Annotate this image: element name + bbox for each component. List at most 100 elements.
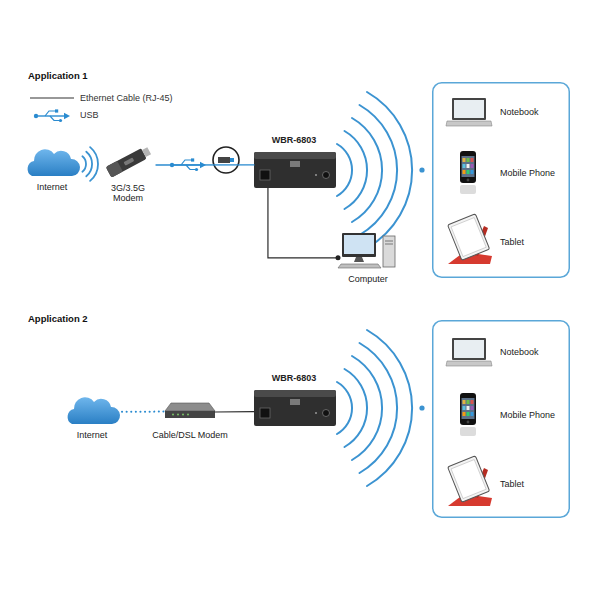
phone-shape [460, 427, 476, 436]
wifi-connector [336, 408, 432, 410]
phone-shape [471, 164, 474, 168]
stick-shape [142, 147, 151, 157]
legend-usb-sample [50, 116, 59, 121]
tablet-shape [448, 214, 490, 260]
phone-shape [471, 170, 474, 174]
dot-connector [122, 411, 165, 413]
signal-dot [419, 405, 424, 410]
device-label: WBR-6803 [250, 135, 338, 145]
wireless-waves [90, 147, 98, 181]
dsl-shape [165, 401, 215, 421]
phone-shape [467, 412, 470, 416]
legend-ethernet-sample [30, 97, 74, 98]
wireless-waves [82, 156, 86, 171]
usb-symbol [181, 160, 191, 165]
usb-port-zoom [213, 147, 239, 173]
device-label: Notebook [500, 347, 566, 357]
dsl-shape [165, 403, 215, 411]
notebook-shape [446, 361, 492, 366]
legend-usb-sample [64, 113, 70, 119]
notebook-shape [446, 121, 492, 126]
phone-shape [460, 185, 476, 194]
usb-port-zoom [213, 147, 239, 173]
notebook-shape [454, 340, 484, 358]
usb-symbol [191, 158, 194, 161]
wireless-waves [345, 131, 368, 209]
device-label: Internet [22, 182, 82, 192]
dsl-shape [182, 414, 184, 416]
phone-shape [463, 158, 466, 162]
tablet-shape [451, 460, 486, 499]
usb-symbol [186, 165, 195, 170]
phone-shape [467, 170, 470, 174]
device-label: Mobile Phone [500, 168, 566, 178]
phone-shape [471, 400, 474, 404]
legend-text: Ethernet Cable (RJ-45) [80, 93, 173, 103]
notebook-shape [452, 338, 486, 360]
phone-shape [467, 164, 470, 168]
phone-shape [471, 158, 474, 162]
legend-usb-sample [34, 114, 38, 118]
legend-usb-sample [55, 109, 58, 112]
cable-end-dot [336, 255, 341, 260]
dsl-shape [177, 414, 179, 416]
router-shape [315, 412, 317, 414]
phone-shape [463, 406, 466, 410]
router-shape [323, 410, 330, 417]
wireless-waves [82, 147, 98, 181]
stick-shape [106, 148, 147, 177]
cloud-node: Internet [62, 393, 122, 445]
eth-connector [268, 188, 338, 258]
wireless-waves [337, 382, 352, 434]
wireless-waves [86, 152, 92, 177]
tablet-shape [448, 456, 490, 502]
legend-text: USB [80, 110, 99, 120]
computer-shape [385, 241, 393, 242]
stick-shape [106, 145, 152, 177]
computer-shape [344, 235, 374, 254]
notebook-shape [452, 98, 486, 120]
dsl-shape [172, 414, 174, 416]
usb-symbol [200, 162, 206, 168]
wireless-waves [345, 369, 368, 447]
cloud-shape [62, 393, 122, 427]
router-shape [290, 161, 300, 167]
tablet-shape [448, 214, 490, 260]
eth-connector [215, 411, 254, 413]
usb-modem: 3G/3.5G Modem [100, 147, 156, 213]
legend-ethernet-sample [30, 98, 74, 99]
tablet-shape [442, 452, 496, 508]
stick-shape [124, 157, 135, 165]
router-shape [254, 152, 336, 188]
phone-node: Mobile Phone [442, 148, 566, 198]
tablet-shape [442, 210, 496, 266]
phone-shape [458, 392, 478, 438]
usb-connector [156, 164, 254, 165]
cloud-shape [22, 145, 82, 179]
wifi-connector [82, 162, 100, 164]
legend-usb-sample [59, 119, 62, 122]
notebook-shape [454, 100, 484, 118]
panel-shape [433, 321, 570, 518]
signal-dot [419, 167, 424, 172]
router-shape [254, 390, 336, 426]
wireless-waves [352, 356, 382, 460]
legend-usb-sample [34, 109, 70, 122]
notebook-shape [446, 98, 492, 130]
device-label: Computer [338, 274, 398, 284]
phone-shape [463, 170, 466, 174]
wireless-waves [367, 92, 412, 248]
router-shape [254, 152, 336, 159]
stick-shape [106, 161, 123, 178]
phone-shape [467, 179, 470, 182]
router-shape [323, 172, 330, 179]
tablet-node: Tablet [442, 450, 566, 510]
cable-dsl-modem: Cable/DSL Modem [145, 401, 235, 443]
device-panel: NotebookMobile PhoneTablet [432, 320, 570, 518]
device-label: Cable/DSL Modem [145, 430, 235, 440]
section-heading: Application 1 [28, 71, 88, 82]
usb-port-zoom [218, 157, 230, 163]
phone-shape [462, 398, 475, 419]
device-label: Internet [62, 430, 122, 440]
